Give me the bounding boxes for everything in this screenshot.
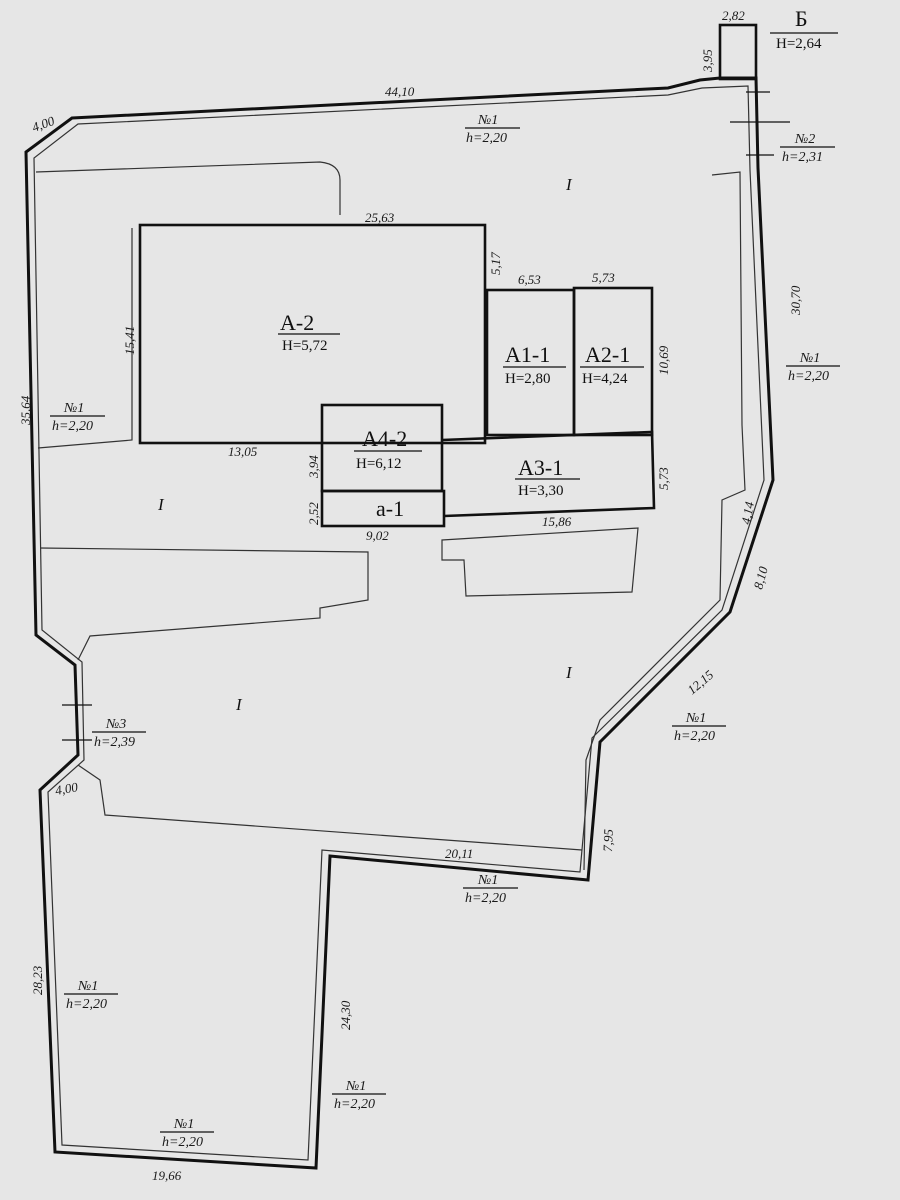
fence-label-top: №1 h=2,20 <box>465 113 520 146</box>
fence-label-left-lower: №1 h=2,20 <box>64 979 118 1012</box>
zone-label: I <box>235 695 243 714</box>
svg-text:h=2,20: h=2,20 <box>162 1135 203 1150</box>
svg-text:h=2,20: h=2,20 <box>66 997 107 1012</box>
dim-a1-top: 6,53 <box>518 272 541 287</box>
dim-left-bevel-lower: 4,00 <box>54 779 80 798</box>
dim-a-lower-width: 9,02 <box>366 528 389 543</box>
building-a3 <box>441 430 656 518</box>
dim-kiosk-width: 2,82 <box>722 8 745 23</box>
fence-label-gate2: №2 h=2,31 <box>780 132 835 165</box>
dim-bottom-edge: 19,66 <box>152 1168 182 1183</box>
svg-text:h=2,20: h=2,20 <box>674 729 715 744</box>
building-b-name: Б <box>795 6 808 31</box>
fence-label-left: №1 h=2,20 <box>50 401 105 434</box>
plot-boundary-inner <box>33 85 765 1161</box>
plot-boundary <box>24 76 775 1170</box>
building-a3-height: Н=3,30 <box>518 483 564 499</box>
dim-right-upper: 30,70 <box>788 285 803 316</box>
svg-text:h=2,31: h=2,31 <box>782 150 823 165</box>
dim-right-diag2: 12,15 <box>684 667 716 698</box>
paved-area-left <box>37 228 133 449</box>
fence-label-diag: №1 h=2,20 <box>672 711 726 744</box>
dim-top-edge: 44,10 <box>385 84 415 99</box>
svg-text:h=2,20: h=2,20 <box>466 131 507 146</box>
dim-a2-right-step: 5,17 <box>488 252 503 275</box>
paved-area-lower <box>77 764 583 851</box>
building-a-lower-name: а-1 <box>376 496 404 521</box>
fence-label-gate3: №3 h=2,39 <box>92 717 146 750</box>
building-a2 <box>138 223 487 445</box>
svg-text:h=2,20: h=2,20 <box>788 369 829 384</box>
dim-inner-vertical: 24,30 <box>338 1000 353 1030</box>
zone-label: I <box>565 175 573 194</box>
svg-text:№1: №1 <box>477 873 498 888</box>
dim-a3-right: 5,73 <box>656 467 671 490</box>
dim-a2-left: 15,41 <box>122 326 137 355</box>
dim-a4-height: 3,94 <box>306 455 321 479</box>
building-a21 <box>572 286 654 437</box>
building-b-height: Н=2,64 <box>776 36 822 52</box>
building-a4-name: А4-2 <box>362 426 407 451</box>
svg-text:№2: №2 <box>794 132 815 147</box>
dim-right-lower: 7,95 <box>600 828 616 852</box>
dim-kiosk-height: 3,95 <box>700 49 715 73</box>
dim-left-lower: 28,23 <box>30 965 45 995</box>
paved-area-top <box>35 161 341 215</box>
building-a21-height: Н=4,24 <box>582 371 628 387</box>
fence-label-bottom: №1 h=2,20 <box>160 1117 214 1150</box>
fence-label-right: №1 h=2,20 <box>786 351 840 384</box>
building-a2-name: А-2 <box>280 310 314 335</box>
svg-text:h=2,39: h=2,39 <box>94 735 135 750</box>
dim-a21-right: 10,69 <box>656 345 671 375</box>
svg-text:h=2,20: h=2,20 <box>52 419 93 434</box>
svg-text:№1: №1 <box>345 1079 366 1094</box>
building-a2-height: Н=5,72 <box>282 338 328 354</box>
dim-bottom-mid: 20,11 <box>445 846 473 861</box>
svg-text:№1: №1 <box>77 979 98 994</box>
svg-text:h=2,20: h=2,20 <box>465 891 506 906</box>
fence-label-mid-bottom: №1 h=2,20 <box>463 873 518 906</box>
dim-a21-top: 5,73 <box>592 270 615 285</box>
zone-label: I <box>565 663 573 682</box>
svg-text:№3: №3 <box>105 717 126 732</box>
fence-label-inner: №1 h=2,20 <box>332 1079 386 1112</box>
svg-text:№1: №1 <box>799 351 820 366</box>
building-a4-height: Н=6,12 <box>356 456 402 472</box>
dim-top-left-bevel: 4,00 <box>30 113 57 135</box>
dim-a3-bottom: 15,86 <box>542 514 572 529</box>
building-a3-name: А3-1 <box>518 455 563 480</box>
building-b <box>718 23 758 81</box>
building-a1-name: А1-1 <box>505 342 550 367</box>
svg-text:№1: №1 <box>63 401 84 416</box>
building-a-lower <box>320 489 446 528</box>
building-a21-name: А2-1 <box>585 342 630 367</box>
svg-text:№1: №1 <box>173 1117 194 1132</box>
paved-area-small <box>441 527 639 597</box>
building-a1-height: Н=2,80 <box>505 371 551 387</box>
dim-right-step: 4,14 <box>738 500 757 526</box>
dim-a2-top: 25,63 <box>365 210 395 225</box>
dim-left-edge: 35,64 <box>18 395 33 426</box>
dim-a2-bottom: 13,05 <box>228 444 258 459</box>
svg-text:№1: №1 <box>477 113 498 128</box>
zone-label: I <box>157 495 165 514</box>
svg-text:№1: №1 <box>685 711 706 726</box>
dim-a-lower-height: 2,52 <box>306 502 321 525</box>
svg-text:h=2,20: h=2,20 <box>334 1097 375 1112</box>
paved-area-mid <box>39 547 369 661</box>
dim-right-diag1: 8,10 <box>750 564 771 590</box>
paved-area-right <box>583 171 746 871</box>
